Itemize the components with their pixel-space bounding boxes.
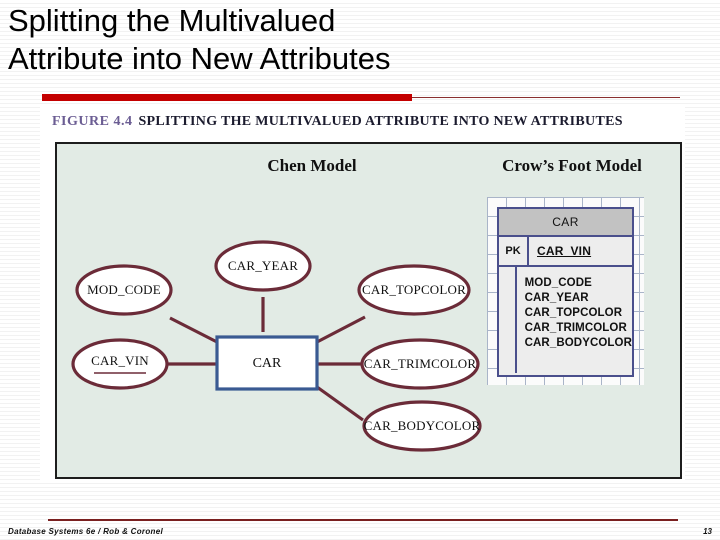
attribute-ellipse-car-bodycolor (362, 400, 482, 452)
attribute-label-mod-code: MOD_CODE (87, 282, 161, 297)
crows-foot-attribute-row: CAR_TRIMCOLOR (524, 322, 627, 334)
title-accent-rule (42, 94, 412, 101)
crows-foot-table-car: CAR PK CAR_VIN MOD_CODE CAR_YEAR CAR_TOP… (497, 207, 634, 377)
attribute-label-car-year: CAR_YEAR (228, 258, 298, 273)
crows-foot-attribute-row: CAR_BODYCOLOR (524, 337, 632, 349)
attribute-ellipse-car-year (214, 240, 312, 292)
crows-foot-pk-field: CAR_VIN (537, 244, 592, 258)
connector-mod-code (169, 316, 218, 344)
footer-page-number: 13 (703, 527, 712, 536)
connector-car-topcolor (316, 315, 366, 344)
title-thin-rule (412, 97, 680, 98)
figure-container: FIGURE 4.4 SPLITTING THE MULTIVALUED ATTR… (40, 106, 685, 482)
entity-rect-car (215, 335, 319, 391)
diagram-panel: Chen Model Crow’s Foot Model CAR_YEAR MO… (55, 142, 682, 479)
figure-caption: FIGURE 4.4 SPLITTING THE MULTIVALUED ATTR… (52, 112, 623, 130)
attribute-label-car-vin: CAR_VIN (91, 353, 149, 368)
figure-number: FIGURE 4.4 (52, 114, 133, 129)
crows-foot-table-title: CAR (499, 209, 632, 237)
attribute-ellipse-car-topcolor (357, 264, 471, 316)
attribute-ellipse-car-trimcolor (360, 338, 480, 390)
connector-car-bodycolor (316, 385, 364, 422)
crows-foot-attribute-row: MOD_CODE (524, 277, 592, 289)
crows-foot-attribute-list: MOD_CODE CAR_YEAR CAR_TOPCOLOR CAR_TRIMC… (517, 267, 632, 373)
chen-er-diagram: CAR_YEAR MOD_CODE CAR_TOPCOLOR CAR_VIN C… (71, 240, 482, 452)
crows-foot-attribute-row: CAR_TOPCOLOR (524, 307, 623, 319)
attribute-label-car-topcolor: CAR_TOPCOLOR (362, 282, 466, 297)
crows-foot-attribute-row: CAR_YEAR (524, 292, 589, 304)
crows-foot-tag-column (499, 267, 517, 373)
crows-foot-attribute-body: MOD_CODE CAR_YEAR CAR_TOPCOLOR CAR_TRIMC… (499, 267, 632, 373)
figure-caption-text: SPLITTING THE MULTIVALUED ATTRIBUTE INTO… (138, 114, 623, 129)
page-title: Splitting the Multivalued Attribute into… (8, 3, 391, 76)
attribute-label-car-bodycolor: CAR_BODYCOLOR (364, 418, 481, 433)
footer-credit: Database Systems 6e / Rob & Coronel (8, 527, 163, 536)
crows-foot-pk-tag: PK (499, 237, 529, 265)
entity-label-car: CAR (253, 356, 282, 371)
attribute-label-car-trimcolor: CAR_TRIMCOLOR (364, 356, 477, 371)
footer-rule (48, 519, 678, 521)
crows-foot-pk-row: PK CAR_VIN (499, 237, 632, 267)
attribute-ellipse-mod-code (75, 264, 173, 316)
attribute-ellipse-car-vin (71, 338, 169, 390)
crows-foot-model-heading: Crow’s Foot Model (502, 156, 642, 175)
chen-model-heading: Chen Model (267, 156, 357, 175)
